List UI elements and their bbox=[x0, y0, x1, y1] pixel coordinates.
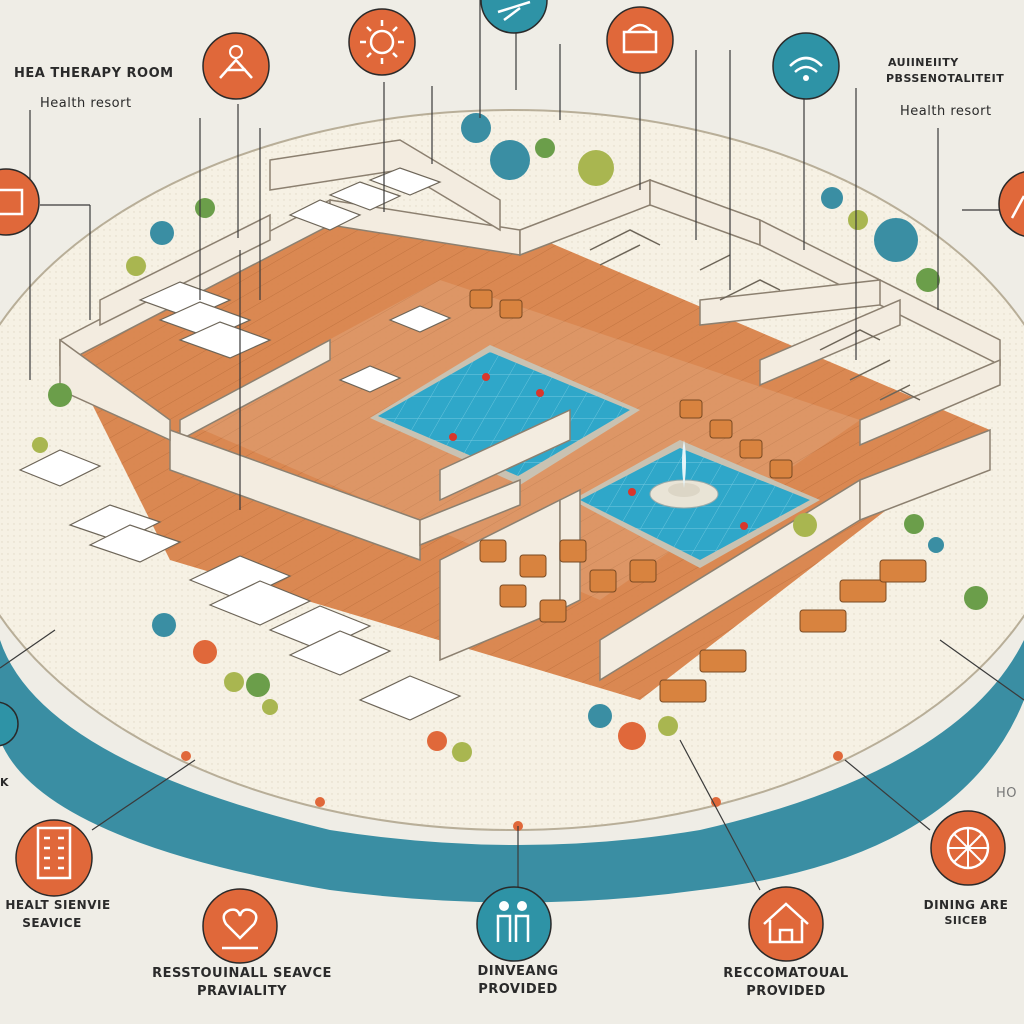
bottom-label-3-line1: DINVEANG bbox=[477, 964, 559, 979]
yoga-icon bbox=[202, 32, 270, 100]
top-right-subtitle: Health resort bbox=[900, 104, 992, 119]
callout-lines bbox=[0, 0, 1024, 891]
bottom-label-1-line2: SEAVICE bbox=[22, 916, 82, 930]
walls bbox=[59, 139, 1001, 682]
bottom-label-5-line2: SIICEB bbox=[944, 914, 988, 927]
fountain-pool bbox=[572, 440, 820, 568]
sauna-icon bbox=[606, 6, 674, 74]
platform-edge bbox=[0, 640, 1024, 903]
card-icon bbox=[0, 168, 40, 236]
edge-marker bbox=[711, 797, 721, 807]
house-icon bbox=[748, 886, 824, 962]
bottom-label-2-line2: PRAVIALITY bbox=[196, 984, 288, 999]
top-right-title-line1: AUIINEIITY bbox=[888, 56, 959, 69]
wifi-icon bbox=[772, 32, 840, 100]
left-edge-label: K bbox=[0, 776, 10, 789]
massage-icon bbox=[480, 0, 548, 34]
top-icons bbox=[0, 0, 1024, 747]
top-left-subtitle: Health resort bbox=[40, 96, 132, 111]
bubble-icon bbox=[0, 701, 19, 747]
bottom-label-1-line1: HEALT SIENVIE bbox=[5, 898, 111, 912]
dining-furniture bbox=[469, 289, 927, 703]
edge-marker bbox=[181, 751, 191, 761]
right-edge-label: HO bbox=[996, 786, 1018, 801]
loungers-left bbox=[18, 167, 462, 721]
bottom-label-5-line1: DINING ARE bbox=[923, 898, 1009, 912]
bottom-icons bbox=[15, 810, 1006, 964]
bottom-label-4-line2: PROVIDED bbox=[746, 984, 826, 999]
gym-equipment bbox=[589, 229, 921, 401]
wheel-icon bbox=[930, 810, 1006, 886]
top-left-title: HEA THERAPY ROOM bbox=[14, 66, 174, 81]
top-right-title-line2: PBSSENOTALITEIT bbox=[886, 72, 1005, 85]
building-icon bbox=[15, 819, 93, 897]
bottom-label-4-line1: RECCOMATOUAL bbox=[723, 966, 849, 981]
heart-icon bbox=[202, 888, 278, 964]
edge-marker bbox=[833, 751, 843, 761]
spa-icon bbox=[998, 171, 1024, 237]
sun-icon bbox=[348, 8, 416, 76]
edge-marker bbox=[315, 797, 325, 807]
people-icon bbox=[476, 886, 552, 962]
bottom-label-2-line1: RESSTOUINALL SEAVCE bbox=[152, 966, 332, 981]
bottom-label-3-line2: PROVIDED bbox=[478, 982, 558, 997]
